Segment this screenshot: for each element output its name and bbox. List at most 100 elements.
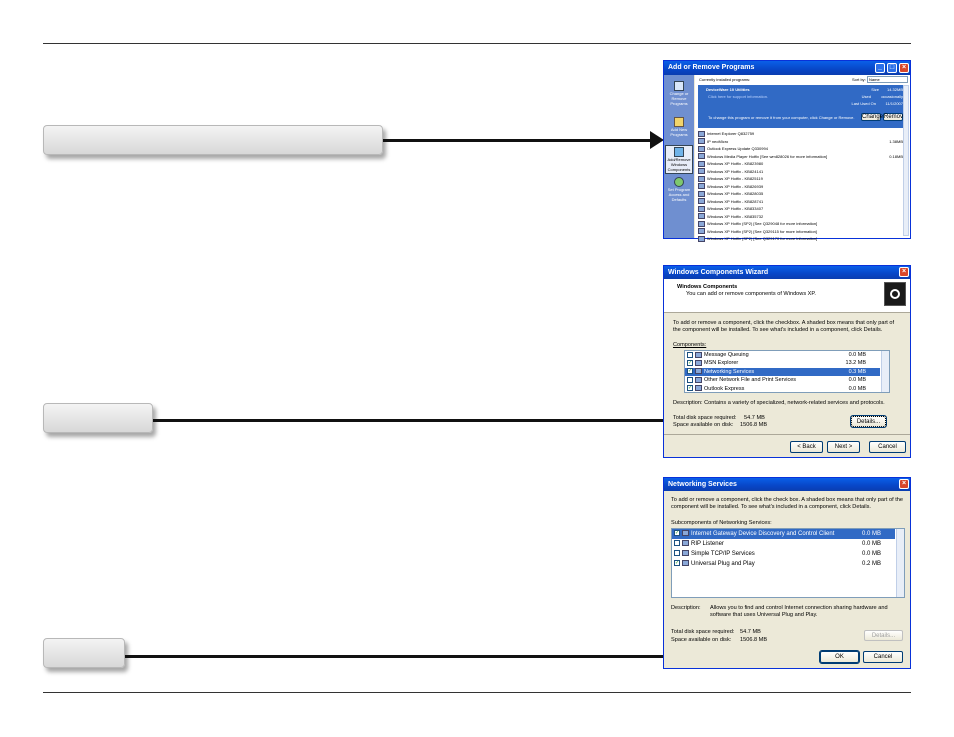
subcomponents-label: Subcomponents of Networking Services: <box>671 520 772 526</box>
item-name: Windows Media Player Hotfix [See wm82802… <box>707 153 828 159</box>
program-icon <box>698 138 705 145</box>
used-label: Used <box>861 94 871 99</box>
program-row[interactable]: Windows XP Hotfix - KB833407 <box>698 205 905 213</box>
program-row[interactable]: Windows Media Player Hotfix [See wm82802… <box>698 153 905 161</box>
divider <box>664 434 910 435</box>
back-button[interactable]: < Back <box>790 441 823 453</box>
close-button[interactable]: × <box>899 479 909 489</box>
disk-available-value: 1506.8 MB <box>740 422 768 428</box>
program-icon <box>698 130 705 137</box>
program-icon <box>698 228 705 235</box>
net-cancel-button[interactable]: Cancel <box>863 651 903 663</box>
item-size: 0.0 MB <box>861 541 881 547</box>
program-icon <box>698 153 705 160</box>
program-row[interactable]: Windows XP Hotfix - KB826939 <box>698 183 905 191</box>
program-row[interactable]: Windows XP Hotfix - KB824141 <box>698 168 905 176</box>
item-name: RIP Listener <box>691 541 724 547</box>
checkbox[interactable] <box>687 376 693 383</box>
subcomponent-row[interactable]: RIP Listener 0.0 MB <box>672 539 895 549</box>
sidebar-item-program-access[interactable]: Set Program Access and Defaults <box>667 177 691 202</box>
program-row[interactable]: Windows XP Hotfix (SP2) [See Q329048 for… <box>698 220 905 228</box>
cancel-button[interactable]: Cancel <box>869 441 906 453</box>
wizard-header: Windows Components You can add or remove… <box>664 279 910 313</box>
item-size: 1.38MB <box>889 138 903 144</box>
item-name: Windows XP Hotfix - KB828035 <box>707 191 764 196</box>
program-row[interactable]: Windows XP Hotfix (SP2) [See Q329115 for… <box>698 228 905 236</box>
sort-by-value: Name <box>869 77 880 82</box>
bottom-rule <box>43 692 911 693</box>
subcomponent-row[interactable]: ✓ Universal Plug and Play 0.2 MB <box>672 559 895 569</box>
checkbox[interactable]: ✓ <box>674 560 680 567</box>
subcomponent-row[interactable]: ✓Internet Gateway Device Discovery and C… <box>672 529 895 539</box>
next-button[interactable]: Next > <box>827 441 860 453</box>
close-button[interactable]: × <box>899 267 909 277</box>
program-row[interactable]: Windows XP Hotfix - KB823980 <box>698 160 905 168</box>
program-row[interactable]: Windows XP Hotfix (SP2) [See Q329170 for… <box>698 235 905 243</box>
selected-program-block[interactable]: DeviceWare 10 Utilities Click here for s… <box>698 85 907 128</box>
item-name: Universal Plug and Play <box>691 561 755 567</box>
program-access-icon <box>674 177 684 187</box>
program-icon <box>698 198 705 205</box>
sidebar-item-add-new[interactable]: Add New Programs <box>667 117 691 137</box>
support-link[interactable]: Click here for support information. <box>708 94 769 99</box>
minimize-button[interactable]: _ <box>875 63 885 73</box>
used-value: occasionally <box>881 94 903 99</box>
program-icon <box>698 220 705 227</box>
window-title: Networking Services <box>668 481 737 488</box>
program-row[interactable]: Windows XP Hotfix - KB828741 <box>698 198 905 206</box>
net-description-label: Description: <box>671 605 701 611</box>
item-size: 0.0 MB <box>861 551 881 557</box>
remove-button[interactable]: Remove <box>883 113 907 121</box>
item-size: 0.2 MB <box>861 561 881 567</box>
sort-by-select[interactable]: Name <box>867 76 908 83</box>
programs-scrollbar[interactable] <box>903 85 909 236</box>
program-row[interactable]: Internet Explorer Q832759 <box>698 130 905 138</box>
ok-button[interactable]: OK <box>819 650 860 664</box>
item-size: 0.18MB <box>889 153 903 159</box>
checkbox[interactable] <box>687 351 693 358</box>
program-icon <box>698 160 705 167</box>
last-used-label: Last Used On <box>851 101 876 106</box>
program-row[interactable]: Outlook Express Update Q330994 <box>698 145 905 153</box>
item-name: Internet Explorer Q832759 <box>707 131 755 136</box>
net-disk-required-label: Total disk space required: <box>671 629 735 635</box>
net-details-button[interactable]: Details... <box>864 630 903 641</box>
checkbox[interactable]: ✓ <box>687 368 693 375</box>
details-button[interactable]: Details... <box>850 415 887 428</box>
program-row[interactable]: Windows XP Hotfix - KB828035 <box>698 190 905 198</box>
selected-program-name: DeviceWare 10 Utilities <box>706 87 750 92</box>
maximize-button[interactable]: □ <box>887 63 897 73</box>
checkbox[interactable]: ✓ <box>687 385 693 392</box>
close-button[interactable]: × <box>899 63 909 73</box>
program-icon <box>698 168 705 175</box>
callout-step-1 <box>43 125 383 155</box>
sidebar-item-change-remove[interactable]: Change or Remove Programs <box>667 81 691 106</box>
sidebar-item-windows-components[interactable]: Add/Remove Windows Components <box>665 145 693 174</box>
components-scrollbar[interactable] <box>881 351 889 392</box>
program-row[interactable]: IP neoMicro 1.38MB <box>698 138 905 146</box>
checkbox[interactable]: ✓ <box>674 530 680 537</box>
title-bar: Add or Remove Programs _ □ × <box>664 61 910 75</box>
change-button[interactable]: Change <box>861 113 884 121</box>
subcomponent-row[interactable]: Simple TCP/IP Services 0.0 MB <box>672 549 895 559</box>
subcomponents-scrollbar[interactable] <box>896 529 904 597</box>
networking-services-window: Networking Services × To add or remove a… <box>663 477 911 669</box>
checkbox[interactable] <box>674 550 680 557</box>
program-row[interactable]: Windows XP Hotfix - KB835732 <box>698 213 905 221</box>
add-remove-programs-window: Add or Remove Programs _ □ × Change or R… <box>663 60 911 242</box>
checkbox[interactable] <box>674 540 680 547</box>
checkbox[interactable]: ✓ <box>687 359 693 366</box>
item-name: IP neoMicro <box>707 138 729 144</box>
item-name: Simple TCP/IP Services <box>691 551 755 557</box>
item-name: Windows XP Hotfix - KB835732 <box>707 213 764 219</box>
title-bar: Windows Components Wizard × <box>664 266 910 279</box>
program-row[interactable]: Windows XP Hotfix - KB825119 <box>698 175 905 183</box>
net-disk-available-value: 1506.8 MB <box>740 637 768 643</box>
network-icon <box>682 560 689 567</box>
